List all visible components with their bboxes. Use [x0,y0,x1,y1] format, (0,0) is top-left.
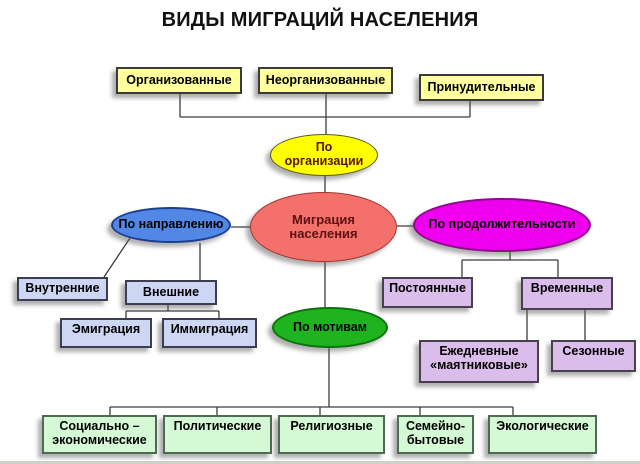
node-temporary: Временные [521,277,613,310]
node-political-label: Политические [173,419,262,433]
node-political: Политические [163,415,272,454]
ellipse-by-direction-label: По направлению [118,217,224,232]
node-external-label: Внешние [142,284,200,299]
ellipse-by-duration: По продолжительности [413,198,591,252]
node-immigration-label: Иммиграция [170,322,249,336]
node-seasonal-label: Сезонные [562,344,625,358]
node-forced-label: Принудительные [427,79,536,94]
slide-title: ВИДЫ МИГРАЦИЙ НАСЕЛЕНИЯ [161,9,479,31]
ellipse-by-duration-label: По продолжительности [428,217,576,232]
ellipse-by-organization-label: По организации [284,140,364,168]
node-ecological: Экологические [488,415,597,454]
node-temporary-label: Временные [530,281,604,295]
node-unorganized: Неорганизованные [258,67,393,94]
ellipse-by-motives: По мотивам [272,307,388,348]
ellipse-by-motives-label: По мотивам [292,319,368,334]
node-ecological-label: Экологические [496,419,589,433]
ellipse-by-organization: По организации [270,134,378,176]
node-external: Внешние [125,280,217,305]
node-emigration-label: Эмиграция [71,322,141,336]
node-internal: Внутренние [17,277,108,301]
node-organized: Организованные [116,67,242,94]
node-seasonal: Сезонные [551,340,636,372]
video-frame-edge [0,461,640,464]
node-social-economic: Социально – экономические [42,415,157,454]
node-permanent: Постоянные [382,277,473,308]
ellipse-migration-label: Миграция населения [289,211,358,241]
node-organized-label: Организованные [126,72,232,87]
node-daily-pendulum-label: Ежедневные «маятниковые» [430,344,528,372]
node-immigration: Иммиграция [162,318,257,348]
ellipse-by-direction: По направлению [111,207,231,243]
node-social-economic-label: Социально – экономические [52,419,147,447]
node-internal-label: Внутренние [25,281,100,296]
node-unorganized-label: Неорганизованные [265,72,386,87]
node-permanent-label: Постоянные [389,281,466,295]
node-daily-pendulum: Ежедневные «маятниковые» [419,340,539,383]
node-family-household: Семейно- бытовые [397,415,474,454]
node-religious-label: Религиозные [290,419,373,433]
node-family-household-label: Семейно- бытовые [405,419,466,447]
node-religious: Религиозные [278,415,385,454]
ellipse-migration: Миграция населения [250,192,397,262]
node-emigration: Эмиграция [60,318,152,348]
node-forced: Принудительные [419,74,544,101]
